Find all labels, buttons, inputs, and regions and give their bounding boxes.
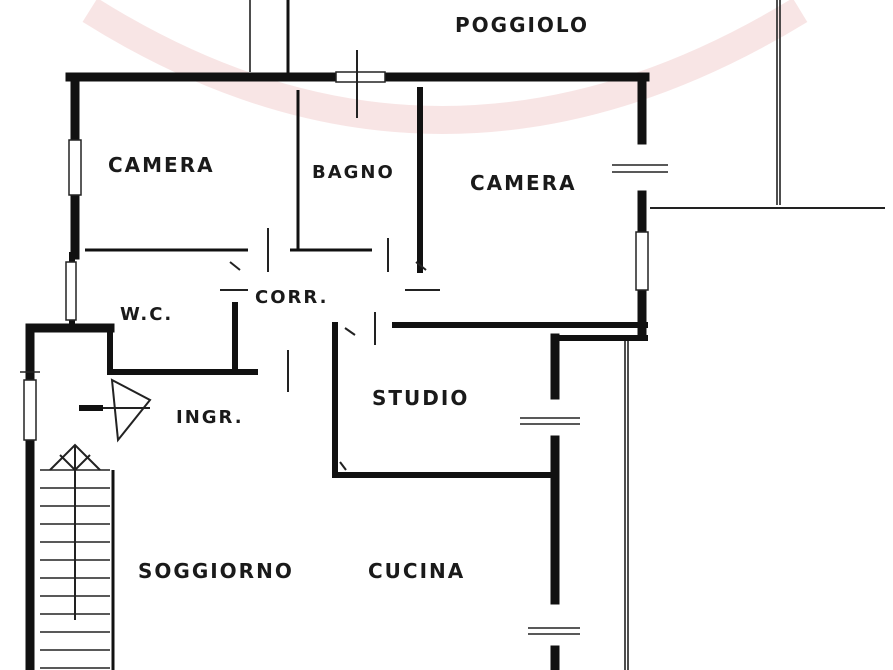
staircase — [40, 443, 110, 669]
label-ingr: INGR. — [176, 407, 244, 428]
label-wc: W.C. — [120, 304, 173, 325]
outer-walls — [25, 72, 650, 670]
label-poggiolo: POGGIOLO — [455, 13, 589, 37]
interior-walls — [85, 87, 648, 478]
balcony-outline — [249, 0, 885, 209]
label-corr: CORR. — [255, 287, 328, 308]
label-cucina: CUCINA — [368, 559, 465, 583]
room-labels: POGGIOLO CAMERA BAGNO CAMERA W.C. CORR. … — [108, 13, 589, 583]
label-camera-left: CAMERA — [108, 153, 215, 177]
label-camera-right: CAMERA — [470, 171, 577, 195]
label-soggiorno: SOGGIORNO — [138, 559, 294, 583]
watermark — [82, 0, 808, 134]
windows — [20, 50, 668, 635]
label-bagno: BAGNO — [312, 162, 395, 183]
label-studio: STUDIO — [372, 386, 469, 410]
door-marks — [79, 228, 440, 471]
